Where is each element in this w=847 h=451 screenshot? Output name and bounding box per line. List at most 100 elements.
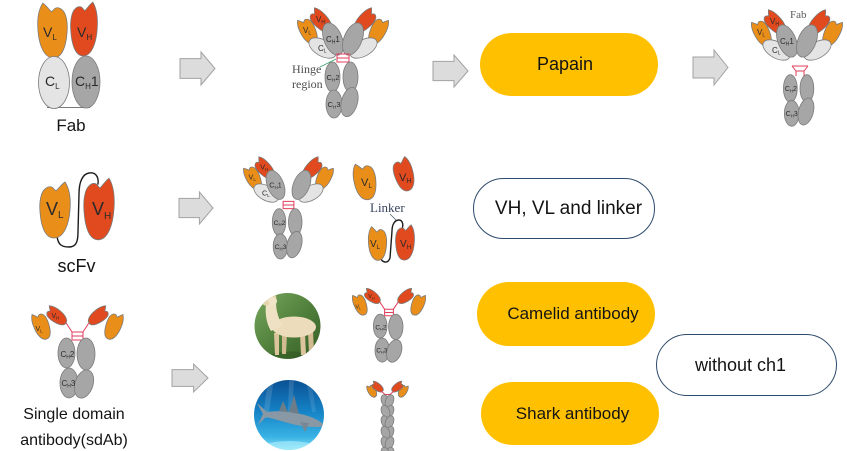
fab-diagram: VL VH CL CH1 [37,1,100,108]
vl-label: VL [361,177,372,190]
label-sub: L [52,33,57,42]
fc-region: CH2 CH3 [325,62,361,119]
label-sub: H [380,327,383,332]
alpaca-body [272,316,316,338]
shark-body [257,403,324,427]
linker-annotation: Linker [370,200,405,222]
constant-domain [379,446,391,451]
vl-label: VL [303,26,311,37]
label-main: V [46,199,58,219]
label-sub: L [58,210,64,221]
ch3-label: CH3 [62,379,76,390]
label-sub: H [56,316,59,321]
label-number: 3 [283,244,287,251]
label-sub: H [332,78,336,84]
label-number: 1 [335,35,340,44]
label-number: 3 [384,348,388,355]
vh-vl-linker-label: VH, VL and linker [494,197,643,219]
alpaca-ear [269,293,273,298]
right-fab-arm [288,154,336,206]
vh-label: VH [92,199,111,222]
separate-variable-domains: VL VH [351,155,419,202]
label-main: V [368,294,372,300]
shark-antibody-diagram [365,380,410,451]
vh-label: VH [260,163,268,172]
intact-igg-diagram: VL VH CL CH1 CH2 CH3 [241,154,336,260]
alpaca-neck [265,302,283,331]
vl-label: VL [355,305,361,311]
right-arrow-icon [178,190,214,226]
label-number: 2 [383,324,387,331]
linked-variable-domains: VL VH [368,219,415,263]
linker-pointer-line [389,213,398,222]
label-main: V [52,313,57,320]
label-sub: H [265,167,268,172]
label-number: 2 [70,350,75,359]
label-number: 2 [793,86,797,93]
ch2-label: CH2 [61,350,75,361]
label-main: C [375,324,380,331]
alpaca-leg [300,333,306,355]
alpaca-ear [273,293,277,298]
vh-label: VH [316,15,325,26]
hinge-disulfide-bonds [792,66,808,76]
ch2-label: CH2 [375,324,387,331]
vl-label: VL [46,199,64,221]
fab-caption: Fab [56,116,86,135]
label-main: V [303,26,309,35]
flow-arrows [171,48,729,394]
label-main: V [316,15,322,24]
left-fab-arm: VL VH CL CH1 [294,5,348,63]
alpaca-photo [254,293,321,359]
hinge-label-line-1: Hinge [292,62,321,76]
seabed-glow [257,441,321,450]
label-sub: H [775,22,779,28]
label-number: 3 [794,111,798,118]
without-ch1-pill: without ch1 [656,334,837,396]
linker-label: Linker [370,200,405,215]
fc-region: CH2 CH3 [58,338,97,401]
alpaca-leg [308,331,314,353]
hinge-link-line [393,301,398,309]
ch1-domain [72,56,100,108]
ch2-label: CH2 [274,220,286,227]
vl-label: VL [370,239,381,251]
fc-fragment: CH2 CH3 [783,75,816,127]
hinge-link-line [379,301,384,309]
label-main: C [269,181,274,190]
ch3-label: CH3 [376,348,388,355]
label-sub: H [321,20,325,26]
ch2-label: CH2 [327,73,340,84]
vh-label: VH [400,239,412,251]
right-variable-arm [83,303,126,343]
label-number: 1 [278,181,282,190]
vl-label: VL [249,173,257,182]
fc-region: CH2 CH3 [272,209,304,260]
shark-antibody-pill: Shark antibody [481,382,659,445]
label-sub: H [66,355,70,361]
label-main: C [772,46,778,55]
label-main: V [400,239,407,250]
hinge-disulfide-bonds [72,332,83,340]
camelid-antibody-pill: Camelid antibody [477,282,655,346]
shark-dorsal-fin [289,395,299,414]
hinge-link-line [83,322,90,332]
label-main: C [327,73,333,82]
label-main: V [355,305,359,311]
label-sub: L [762,33,765,39]
label-main: C [274,220,279,227]
constant-domain-chain [379,393,395,451]
ch3-domain [284,230,305,260]
vl-label: VL [36,326,44,334]
hinge-disulfide-bonds [337,54,349,62]
right-arrow-icon [692,48,729,87]
label-number: 1 [789,37,794,46]
label-sub: H [791,113,794,118]
ch1-domain [318,20,347,58]
right-fab-arm [338,5,392,63]
label-sub: L [324,49,327,55]
hinge-disulfide-bonds [385,309,394,315]
label-sub: H [407,244,412,251]
